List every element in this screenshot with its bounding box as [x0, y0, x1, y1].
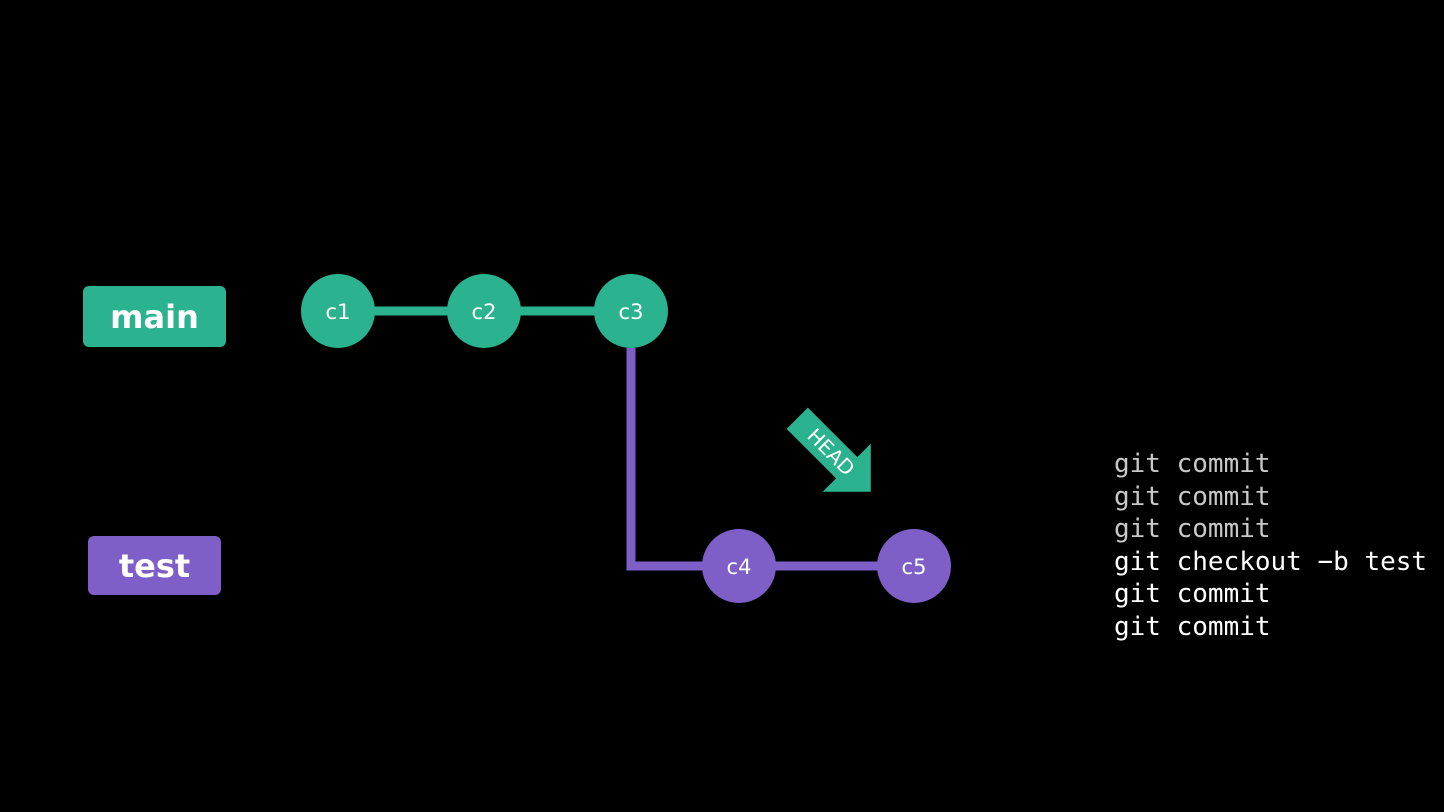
commit-label: c3 — [619, 300, 644, 324]
commit-node-c1: c1 — [301, 274, 375, 348]
command-line: git commit — [1114, 514, 1271, 545]
commit-node-c3: c3 — [594, 274, 668, 348]
commit-circle — [702, 529, 776, 603]
commit-node-c2: c2 — [447, 274, 521, 348]
commit-circle — [877, 529, 951, 603]
command-line: git commit — [1114, 481, 1271, 512]
commit-circle — [447, 274, 521, 348]
commit-label: c5 — [902, 555, 927, 579]
commit-nodes: c1 c2 c3 c4 c5 — [301, 274, 951, 603]
commit-circle — [301, 274, 375, 348]
commit-label: c4 — [727, 555, 752, 579]
commit-node-c5: c5 — [877, 529, 951, 603]
commit-node-c4: c4 — [702, 529, 776, 603]
command-line: git commit — [1114, 579, 1271, 610]
command-line: git checkout −b test — [1114, 546, 1428, 577]
branch-label-test: test — [88, 536, 221, 595]
commit-label: c1 — [326, 300, 351, 324]
command-line: git commit — [1114, 611, 1271, 642]
branch-label-main: main — [83, 286, 226, 347]
commit-circle — [594, 274, 668, 348]
commit-label: c2 — [472, 300, 497, 324]
command-line: git commit — [1114, 449, 1271, 479]
head-arrow-icon — [786, 407, 871, 492]
head-pointer: HEAD — [786, 407, 871, 492]
